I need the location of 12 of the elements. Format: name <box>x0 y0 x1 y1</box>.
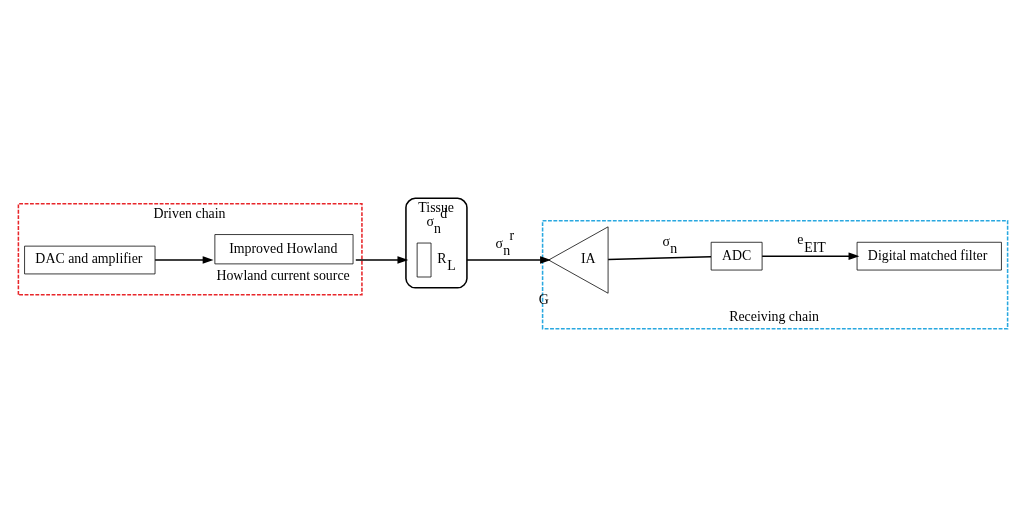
node-label: Howland current source <box>215 267 350 283</box>
arrow <box>465 256 551 264</box>
connector <box>606 256 712 261</box>
arrow <box>760 252 859 260</box>
node-label: G <box>538 292 549 308</box>
arrow <box>153 256 213 264</box>
node-box: DAC and amplifier <box>23 245 155 275</box>
node-box: Improved Howland <box>214 234 353 265</box>
node-box: Digital matched filter <box>856 241 1002 271</box>
node-box: ADC <box>710 241 762 271</box>
node-box <box>416 242 431 278</box>
arrow <box>354 256 408 264</box>
